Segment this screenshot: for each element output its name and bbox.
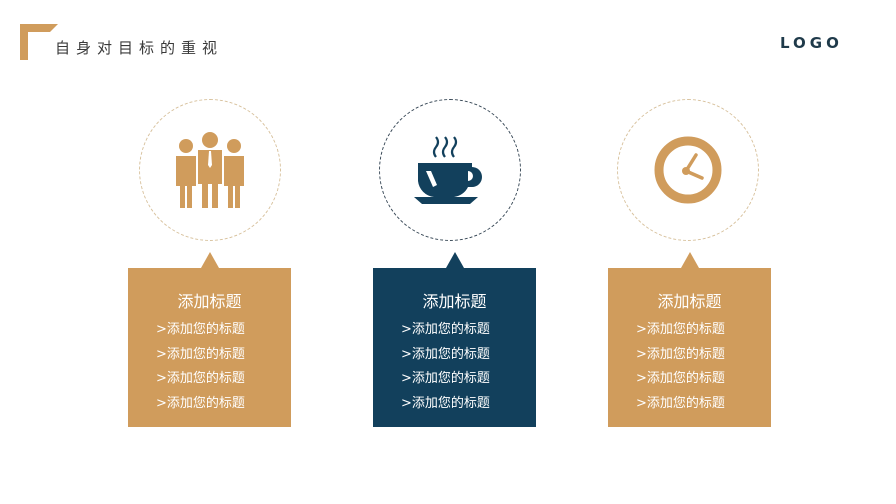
card-column-2: 添加标题 >添加您的标题 >添加您的标题 >添加您的标题 >添加您的标题 (373, 252, 536, 427)
card-heading: 添加标题 (422, 292, 487, 311)
card-column-3: 添加标题 >添加您的标题 >添加您的标题 >添加您的标题 >添加您的标题 (608, 252, 771, 427)
pointer-triangle (200, 252, 219, 268)
list-item: >添加您的标题 (401, 371, 490, 386)
list-item: >添加您的标题 (401, 395, 490, 411)
list-item: >添加您的标题 (156, 395, 245, 411)
corner-accent-icon (20, 24, 58, 60)
list-item: >添加您的标题 (401, 346, 490, 362)
card-heading: 添加标题 (657, 292, 722, 311)
list-item: >添加您的标题 (636, 395, 725, 411)
icon-circle-coffee (379, 99, 521, 241)
icon-circle-clock (617, 99, 759, 241)
page-title: 自身对目标的重视 (55, 39, 224, 57)
pointer-triangle (445, 252, 464, 268)
list-item: >添加您的标题 (636, 322, 725, 337)
card-column-1: 添加标题 >添加您的标题 >添加您的标题 >添加您的标题 >添加您的标题 (128, 252, 291, 427)
team-icon (176, 132, 244, 208)
icon-circle-team (139, 99, 281, 241)
pointer-triangle (680, 252, 699, 268)
card-heading: 添加标题 (177, 292, 242, 311)
clock-icon (654, 136, 722, 204)
list-item: >添加您的标题 (401, 322, 490, 337)
list-item: >添加您的标题 (636, 346, 725, 362)
list-item: >添加您的标题 (156, 322, 245, 337)
list-item: >添加您的标题 (636, 371, 725, 386)
logo: LOGO (780, 34, 843, 52)
coffee-cup-icon (414, 136, 482, 204)
list-item: >添加您的标题 (156, 346, 245, 362)
list-item: >添加您的标题 (156, 371, 245, 386)
